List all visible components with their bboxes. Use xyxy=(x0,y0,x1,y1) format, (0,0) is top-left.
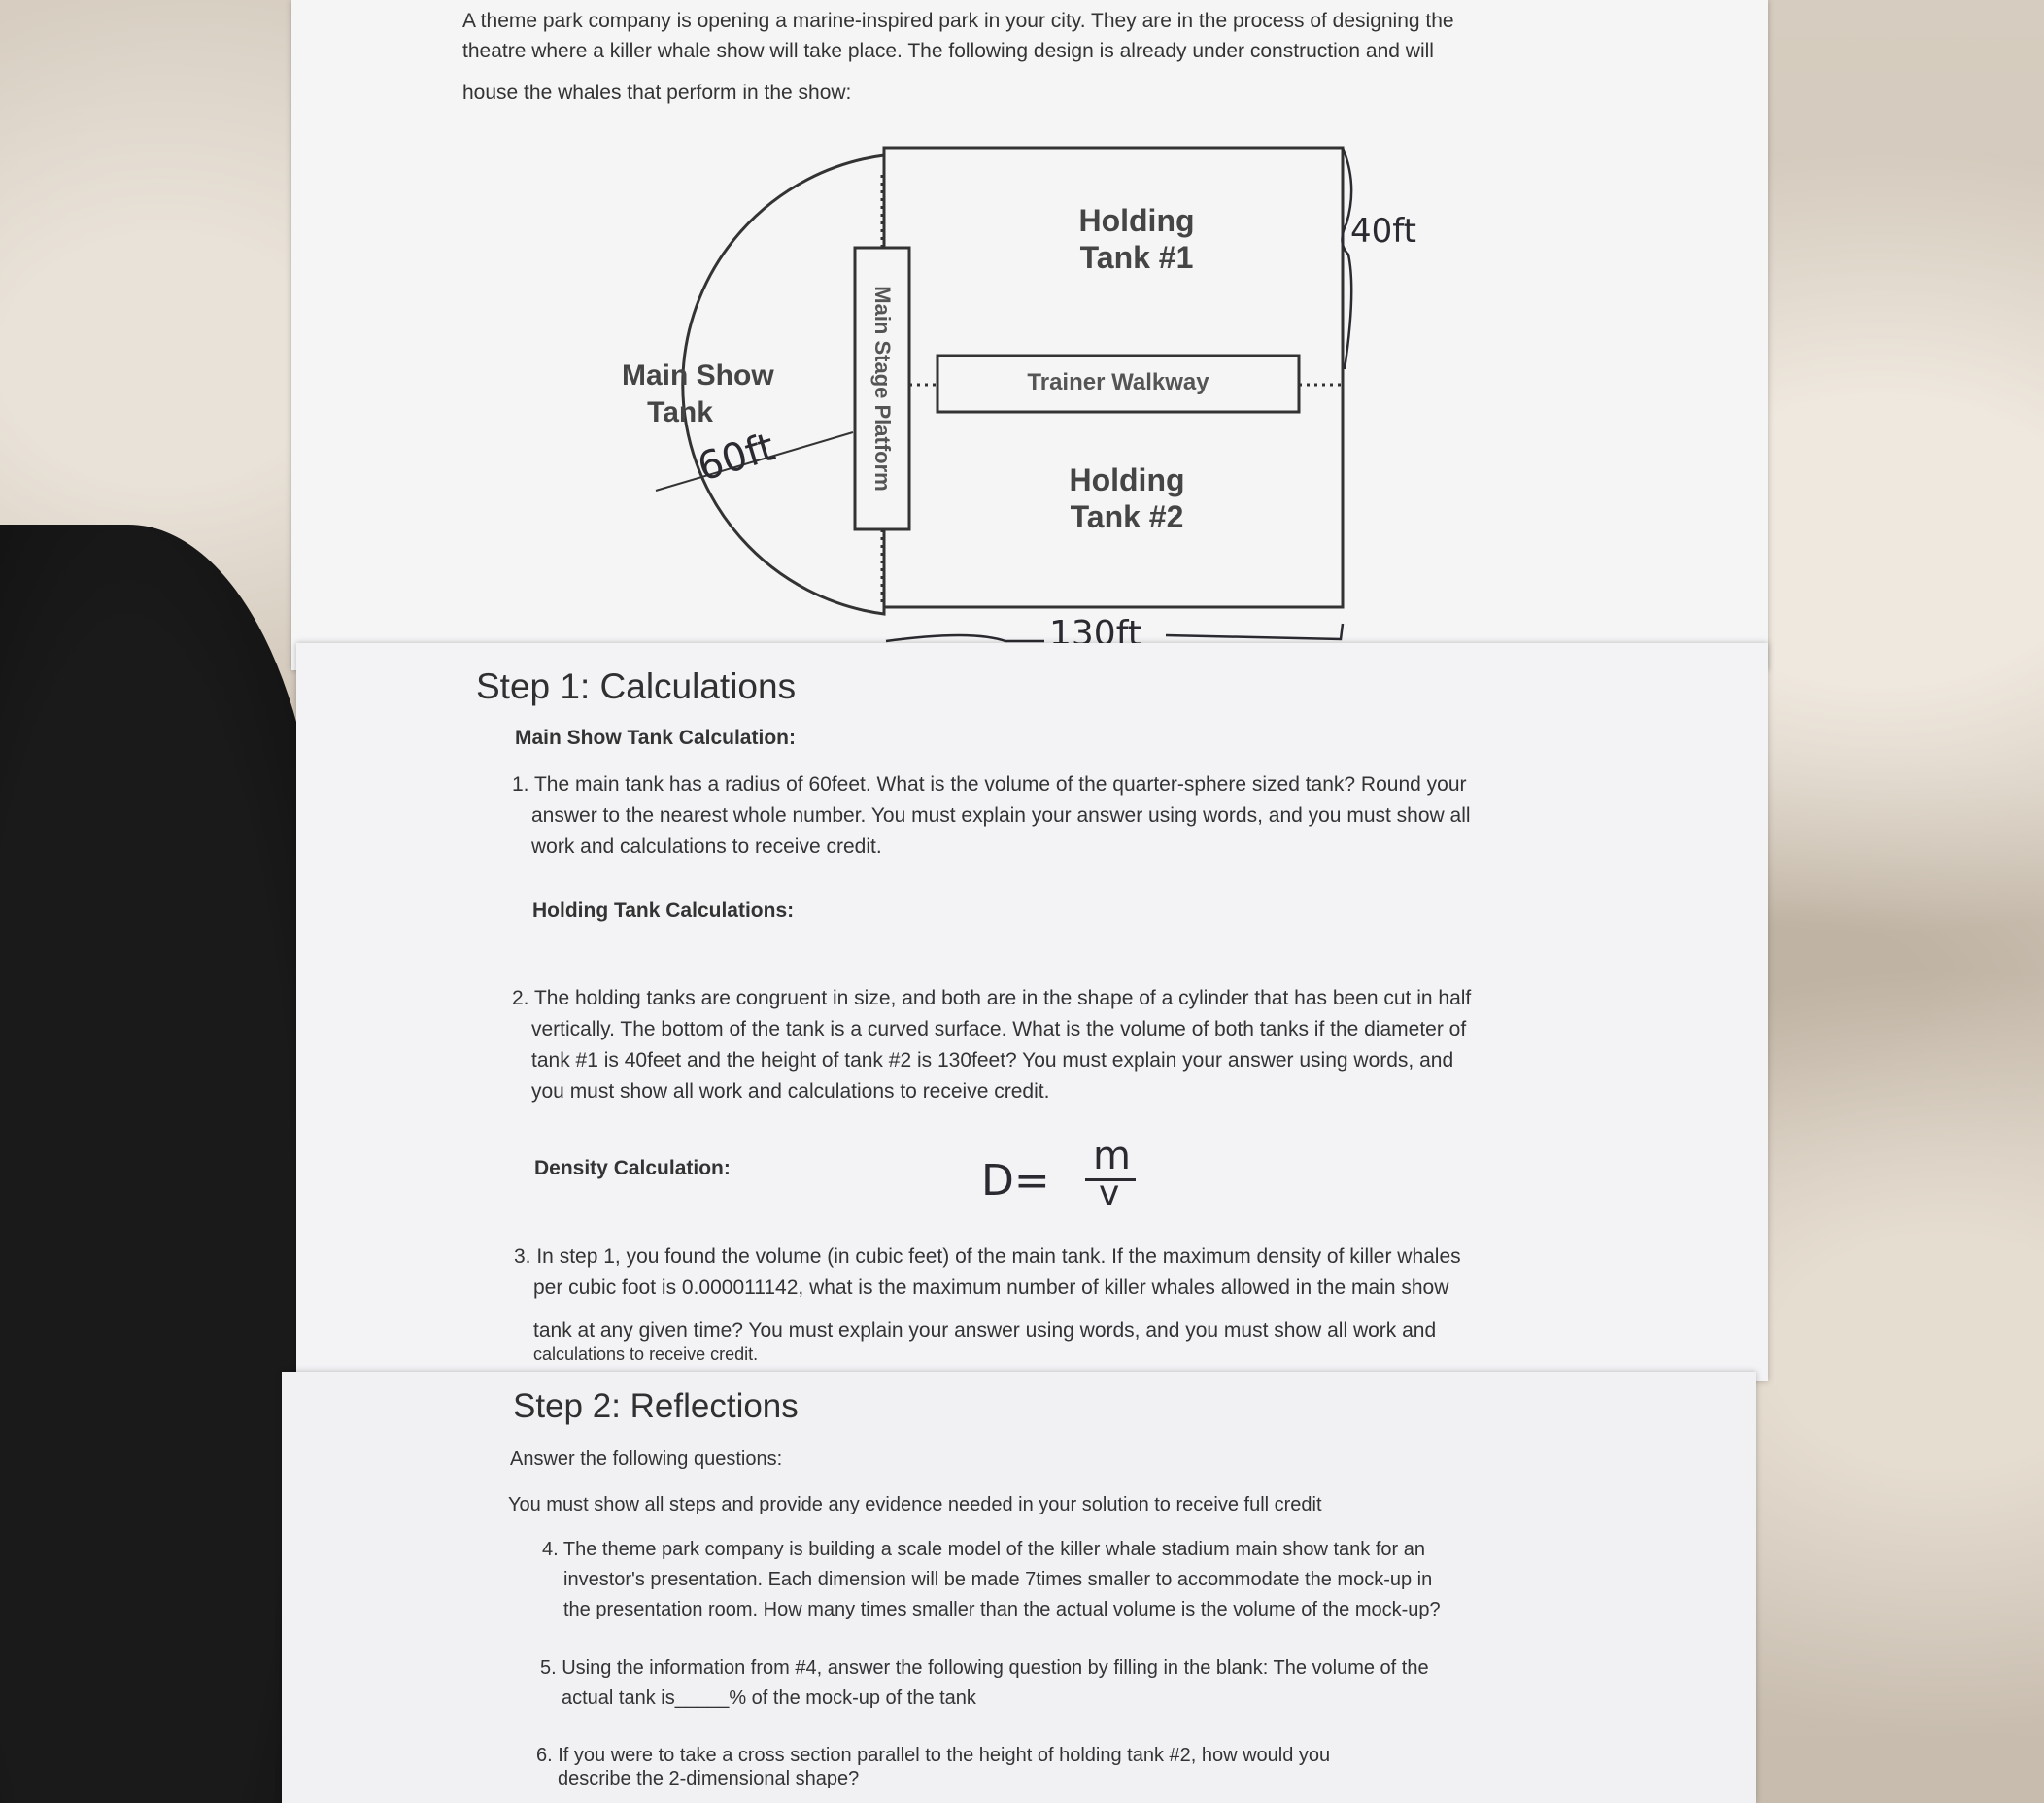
density-formula-left: D= xyxy=(981,1156,1050,1206)
width-annotation: 40ft xyxy=(1350,212,1416,251)
question-3-line-3: tank at any given time? You must explain… xyxy=(533,1319,1437,1342)
main-stage-platform xyxy=(853,246,911,531)
holding-calc-label: Holding Tank Calculations: xyxy=(532,900,795,922)
question-1-line-2: answer to the nearest whole number. You … xyxy=(531,804,1471,827)
worksheet-page-bottom: Step 2: Reflections Answer the following… xyxy=(282,1372,1756,1803)
dark-fabric xyxy=(0,525,321,1803)
radius-line xyxy=(655,431,854,492)
length-dimension-line xyxy=(885,633,1044,643)
intro-line-3: house the whales that perform in the sho… xyxy=(462,82,852,104)
question-3-line-1: 3. In step 1, you found the volume (in c… xyxy=(514,1245,1461,1268)
main-show-tank-label-line-2: Tank xyxy=(647,396,713,428)
main-stage-platform-label: Main Stage Platform xyxy=(870,286,895,492)
step1-heading: Step 1: Calculations xyxy=(476,666,797,706)
question-5: 5. Using the information from #4, answer… xyxy=(540,1653,1429,1714)
question-2-line-2: vertically. The bottom of the tank is a … xyxy=(531,1018,1467,1040)
worksheet-page-middle: Step 1: Calculations Main Show Tank Calc… xyxy=(296,643,1768,1381)
step2-instructions: Answer the following questions: xyxy=(510,1448,783,1470)
density-calc-label: Density Calculation: xyxy=(534,1157,731,1179)
question-4: 4. The theme park company is building a … xyxy=(542,1535,1441,1625)
question-2-line-3: tank #1 is 40feet and the height of tank… xyxy=(531,1049,1454,1072)
question-5-line-2: actual tank is_____% of the mock-up of t… xyxy=(562,1687,976,1709)
question-1-line-3: work and calculations to receive credit. xyxy=(531,835,882,858)
holding-tank-2-label-line-2: Tank #2 xyxy=(1070,499,1184,534)
stadium-diagram xyxy=(655,146,1353,643)
holding-tank-2-label-line-1: Holding xyxy=(1069,462,1185,497)
main-show-tank-label-line-1: Main Show xyxy=(622,359,774,391)
question-4-line-2: investor's presentation. Each dimension … xyxy=(563,1569,1433,1590)
worksheet-page-top: A theme park company is opening a marine… xyxy=(291,0,1768,670)
question-1-line-1: 1. The main tank has a radius of 60feet.… xyxy=(512,773,1467,796)
step2-note: You must show all steps and provide any … xyxy=(508,1494,1322,1515)
holding-tank-1-label-line-1: Holding xyxy=(1078,203,1195,238)
main-calc-label: Main Show Tank Calculation: xyxy=(515,727,796,749)
width-brace xyxy=(1341,147,1353,370)
question-3-line-2: per cubic foot is 0.000011142, what is t… xyxy=(533,1276,1449,1299)
question-6-line-2: describe the 2-dimensional shape? xyxy=(558,1768,860,1789)
intro-line-1: A theme park company is opening a marine… xyxy=(462,10,1454,32)
density-formula-denominator: v xyxy=(1099,1174,1120,1213)
question-3: 3. In step 1, you found the volume (in c… xyxy=(514,1242,1461,1370)
holding-tank-1-label: Holding Tank #1 xyxy=(1030,202,1243,276)
question-5-line-1: 5. Using the information from #4, answer… xyxy=(540,1657,1429,1679)
density-fraction-bar xyxy=(1085,1178,1136,1181)
question-3-line-4: calculations to receive credit. xyxy=(533,1344,759,1364)
holding-tank-1-label-line-2: Tank #1 xyxy=(1079,240,1194,275)
question-2: 2. The holding tanks are congruent in si… xyxy=(512,983,1471,1107)
question-4-line-3: the presentation room. How many times sm… xyxy=(563,1599,1441,1620)
main-show-tank-shape xyxy=(681,153,886,616)
main-show-tank-label: Main Show Tank xyxy=(622,357,774,431)
question-6-line-1: 6. If you were to take a cross section p… xyxy=(536,1745,1331,1766)
question-1: 1. The main tank has a radius of 60feet.… xyxy=(512,769,1471,863)
question-2-line-4: you must show all work and calculations … xyxy=(531,1080,1050,1103)
holding-tank-2-label: Holding Tank #2 xyxy=(1020,461,1234,535)
density-formula-numerator: m xyxy=(1093,1134,1131,1178)
intro-line-2: theatre where a killer whale show will t… xyxy=(462,40,1434,62)
trainer-walkway-label: Trainer Walkway xyxy=(1027,369,1209,395)
step2-heading: Step 2: Reflections xyxy=(513,1387,799,1425)
question-2-line-1: 2. The holding tanks are congruent in si… xyxy=(512,987,1472,1009)
question-6: 6. If you were to take a cross section p… xyxy=(536,1744,1330,1790)
question-4-line-1: 4. The theme park company is building a … xyxy=(542,1539,1425,1560)
